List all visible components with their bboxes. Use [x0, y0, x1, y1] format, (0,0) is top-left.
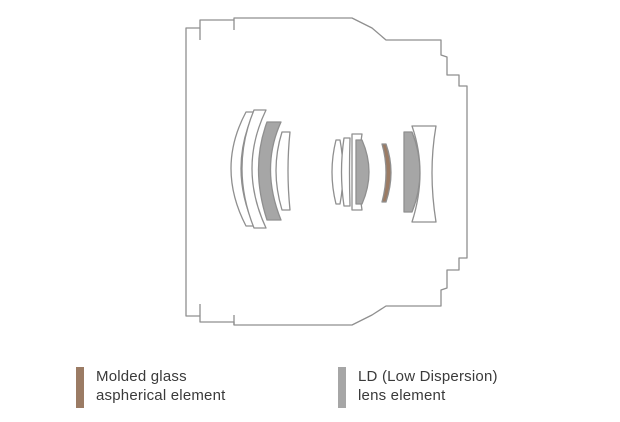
barrel-inner-line-bottom [199, 304, 235, 325]
barrel-inner-line-top [199, 20, 235, 40]
legend-ld: LD (Low Dispersion) lens element [338, 367, 498, 408]
legend-ld-text: LD (Low Dispersion) lens element [358, 367, 498, 405]
molded-glass-swatch [76, 367, 84, 408]
rear-element [411, 125, 437, 223]
ld-element-front [257, 121, 282, 221]
front-meniscus-element-inner [241, 109, 267, 229]
molded-glass-aspherical-element [381, 143, 392, 203]
front-thin-element [275, 131, 291, 211]
legend-ld-line2: lens element [358, 387, 446, 404]
legend-ld-line1: LD (Low Dispersion) [358, 368, 498, 385]
legend-molded-glass-line1: Molded glass [96, 368, 187, 385]
ld-swatch [338, 367, 346, 408]
ld-element-middle [355, 139, 370, 205]
middle-element-2 [340, 137, 351, 207]
lens-construction-diagram [185, 17, 468, 326]
legend-molded-glass: Molded glass aspherical element [76, 367, 226, 408]
legend-molded-glass-text: Molded glass aspherical element [96, 367, 226, 405]
legend-molded-glass-line2: aspherical element [96, 387, 226, 404]
